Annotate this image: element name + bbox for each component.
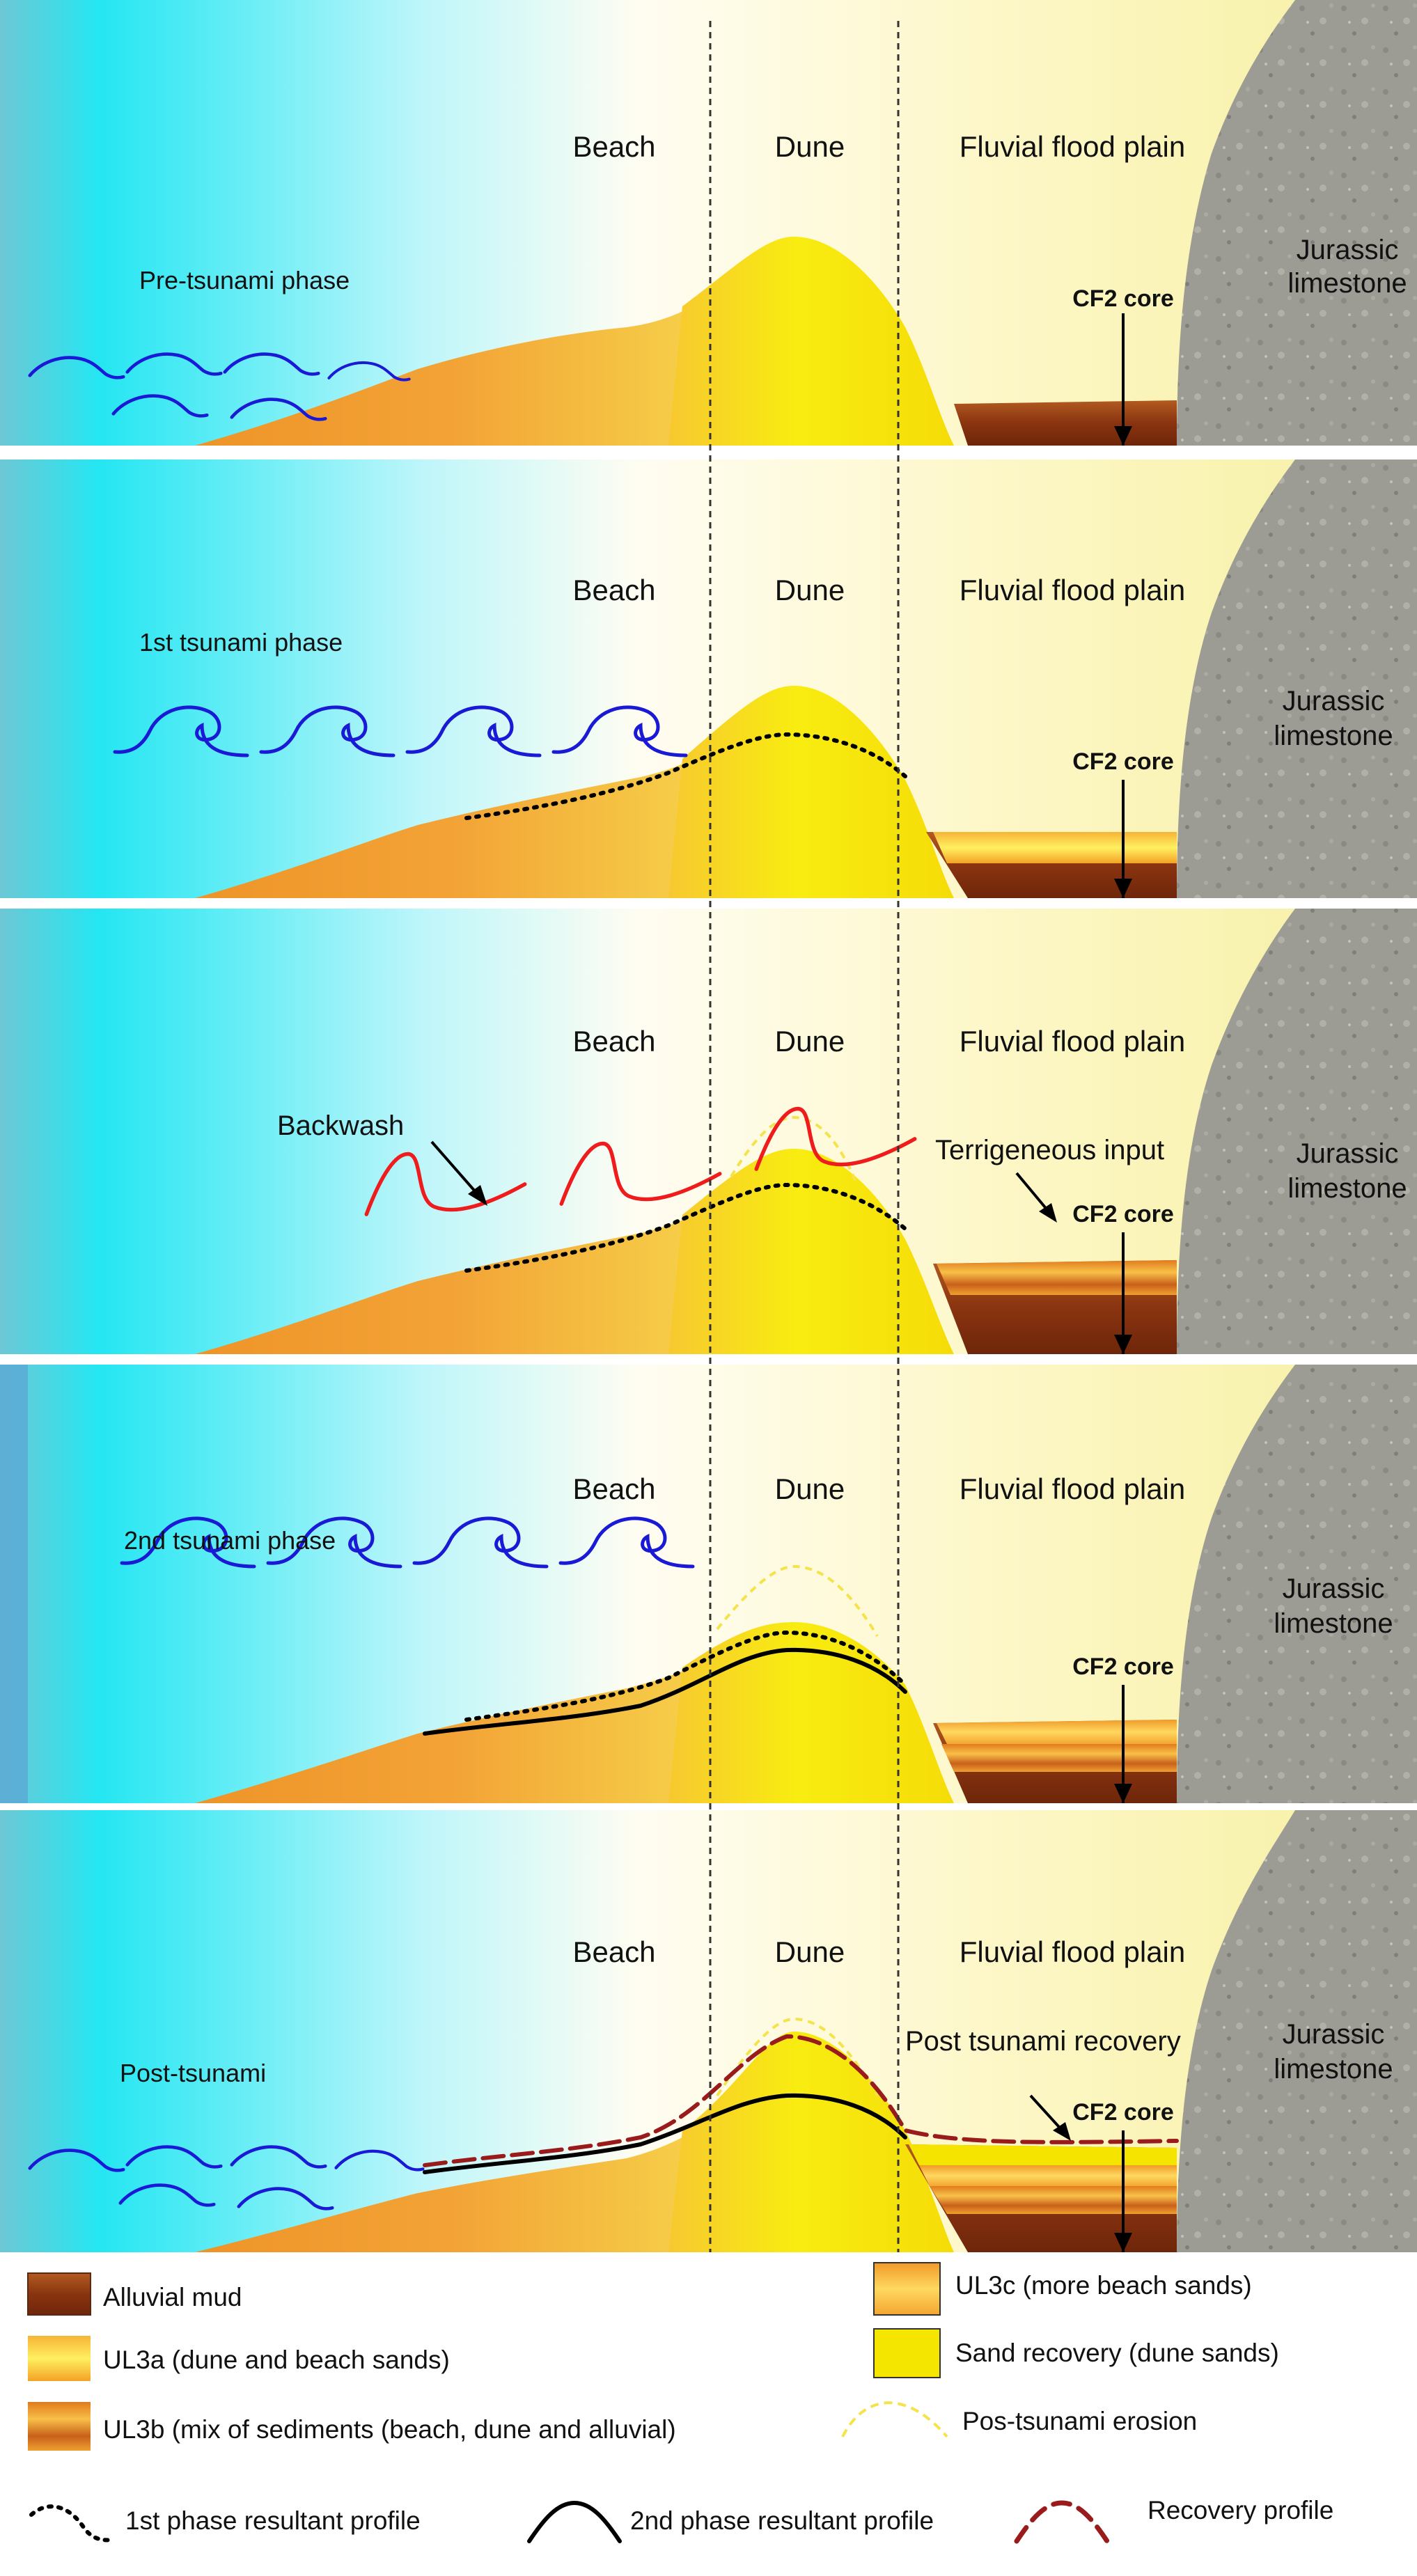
legend-item-pos-erosion: Pos-tsunami erosion: [841, 2401, 1197, 2438]
rock-label-line1: Jurassic: [1283, 1573, 1385, 1604]
legend-label: 1st phase resultant profile: [125, 2506, 421, 2535]
zone-label-floodplain: Fluvial flood plain: [960, 574, 1186, 606]
legend-label: Sand recovery (dune sands): [955, 2339, 1279, 2367]
panel-2nd-tsunami: CF2 core Beach Dune Fluvial flood plain …: [0, 1365, 1417, 1803]
legend-label: Pos-tsunami erosion: [962, 2407, 1197, 2435]
zone-label-beach: Beach: [572, 1472, 655, 1505]
post-erosion-outline: [716, 1564, 879, 1638]
rock-label-line2: limestone: [1274, 2054, 1393, 2084]
core-label: CF2 core: [1072, 1201, 1174, 1227]
zone-label-beach: Beach: [572, 1935, 655, 1968]
rock-label-line1: Jurassic: [1297, 235, 1399, 265]
zone-label-beach: Beach: [572, 1025, 655, 1058]
limestone-cliff: [1177, 0, 1417, 446]
rock-label-line2: limestone: [1287, 268, 1407, 299]
phase-title: 2nd tsunami phase: [124, 1526, 336, 1555]
legend: Alluvial mud UL3a (dune and beach sands)…: [27, 2262, 1333, 2544]
zone-label-dune: Dune: [775, 130, 845, 163]
profile-1st-phase: [464, 1630, 907, 1722]
rock-label-line1: Jurassic: [1283, 686, 1385, 716]
panel-pre-tsunami: CF2 core Beach Dune Fluvial flood plain …: [0, 0, 1417, 446]
phase-title: Pre-tsunami phase: [139, 266, 350, 294]
phase-title: 1st tsunami phase: [139, 628, 343, 657]
zone-label-dune: Dune: [775, 1025, 845, 1058]
profile-1st-phase: [464, 732, 907, 820]
panel-1st-tsunami: CF2 core Beach Dune Fluvial flood plain …: [0, 460, 1417, 898]
profile-2nd-phase: [423, 1647, 907, 1736]
legend-label: UL3c (more beach sands): [955, 2271, 1252, 2300]
post-erosion-outline: [730, 1115, 858, 1184]
rock-label-line2: limestone: [1274, 1608, 1393, 1639]
zone-dividers: [709, 21, 900, 2252]
zone-label-beach: Beach: [572, 130, 655, 163]
ul3a-layer: [933, 832, 1177, 863]
legend-label: 2nd phase resultant profile: [630, 2506, 934, 2535]
profile-2nd-phase: [423, 2093, 907, 2174]
legend-label: UL3b (mix of sediments (beach, dune and …: [103, 2415, 676, 2444]
legend-label: Recovery profile: [1148, 2496, 1333, 2524]
legend-item-ul3c: UL3c (more beach sands): [873, 2262, 1252, 2316]
legend-item-ul3a: UL3a (dune and beach sands): [28, 2336, 450, 2381]
legend-item-recovery-profile: Recovery profile: [1014, 2496, 1333, 2544]
phase-title: Post-tsunami: [120, 2059, 266, 2087]
rock-label-line2: limestone: [1287, 1173, 1407, 1204]
core-label: CF2 core: [1072, 1654, 1174, 1680]
core-label: CF2 core: [1072, 285, 1174, 312]
legend-item-ul3b: UL3b (mix of sediments (beach, dune and …: [28, 2402, 676, 2451]
zone-label-floodplain: Fluvial flood plain: [960, 1025, 1186, 1058]
panel-backwash: CF2 core Beach Dune Fluvial flood plain …: [0, 909, 1417, 1354]
dune: [668, 237, 954, 446]
zone-label-floodplain: Fluvial flood plain: [960, 1935, 1186, 1968]
annotation-recovery: Post tsunami recovery: [905, 2026, 1181, 2057]
alluvial-mud: [954, 400, 1177, 446]
beach-sand: [195, 292, 710, 446]
core-label: CF2 core: [1072, 2099, 1174, 2126]
annotation-backwash: Backwash: [277, 1110, 404, 1141]
panel-post-tsunami: CF2 core Beach Dune Fluvial flood plain …: [0, 1810, 1417, 2252]
zone-label-dune: Dune: [775, 1472, 845, 1505]
core-label: CF2 core: [1072, 748, 1174, 775]
legend-label: UL3a (dune and beach sands): [103, 2346, 450, 2374]
legend-item-sand-recovery: Sand recovery (dune sands): [873, 2328, 1279, 2378]
zone-label-floodplain: Fluvial flood plain: [960, 130, 1186, 163]
legend-label: Alluvial mud: [103, 2283, 242, 2311]
legend-item-alluvial-mud: Alluvial mud: [27, 2272, 242, 2316]
annotation-terrigeneous: Terrigeneous input: [935, 1135, 1164, 1165]
legend-item-profile1: 1st phase resultant profile: [29, 2504, 421, 2543]
zone-label-beach: Beach: [572, 574, 655, 606]
rock-label-line2: limestone: [1274, 721, 1393, 751]
legend-item-profile2: 2nd phase resultant profile: [527, 2500, 934, 2543]
profile-1st-phase: [464, 1182, 907, 1273]
rock-label-line1: Jurassic: [1297, 1138, 1399, 1169]
recovery-profile: [423, 2034, 1179, 2167]
zone-label-dune: Dune: [775, 1935, 845, 1968]
zone-label-dune: Dune: [775, 574, 845, 606]
zone-label-floodplain: Fluvial flood plain: [960, 1472, 1186, 1505]
rock-label-line1: Jurassic: [1283, 2019, 1385, 2050]
post-erosion-outline: [716, 2017, 879, 2097]
backwash-arrow: [430, 1140, 482, 1199]
